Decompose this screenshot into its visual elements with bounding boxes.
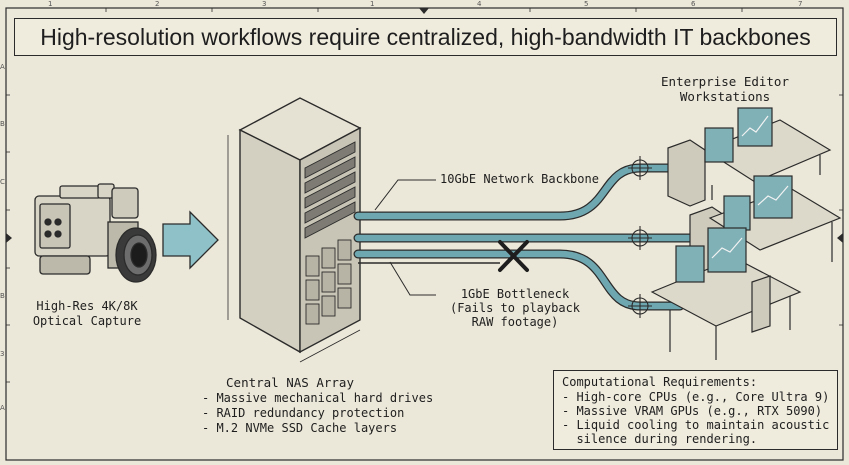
ruler-left-label: C [0, 178, 5, 186]
requirement-item: - High-core CPUs (e.g., Core Ultra 9) [562, 390, 830, 404]
ruler-left-label: B [0, 120, 5, 128]
nas-feature-item: - Massive mechanical hard drives [202, 391, 434, 405]
backbone-label: 10GbE Network Backbone [440, 172, 599, 186]
ruler-left-label: 3 [0, 350, 5, 358]
ruler-top-label: 1 [370, 0, 375, 8]
camera-label-line-2: Optical Capture [32, 314, 142, 328]
diagram-title: High-resolution workflows require centra… [14, 18, 837, 56]
requirements-box [553, 370, 838, 450]
nas-feature-list: - Massive mechanical hard drives - RAID … [202, 391, 433, 436]
bottleneck-label-line-1: 1GbE Bottleneck [460, 287, 570, 301]
ruler-left-label: A [0, 404, 5, 412]
connector-crosshairs [628, 156, 652, 318]
nas-feature-item: - M.2 NVMe SSD Cache layers [202, 421, 398, 435]
nas-title: Central NAS Array [226, 375, 354, 390]
leader-lines [374, 179, 436, 296]
backbone-cables [353, 163, 705, 311]
ruler-top-label: 7 [798, 0, 803, 8]
requirements-list: - High-core CPUs (e.g., Core Ultra 9) - … [562, 390, 829, 446]
ingest-arrow [162, 210, 219, 270]
workstations-label: Enterprise Editor Workstations [650, 74, 800, 104]
camera-label: High-Res 4K/8K Optical Capture [22, 299, 152, 329]
ruler-top-label: 1 [48, 0, 53, 8]
ruler-left-label: B [0, 292, 5, 300]
edge-markers [6, 8, 843, 243]
ruler-left-label: A [0, 63, 5, 71]
requirement-item: silence during rendering. [562, 432, 758, 446]
camera-illustration [34, 183, 157, 283]
requirement-item: - Massive VRAM GPUs (e.g., RTX 5090) [562, 404, 823, 418]
workstations-label-line-2: Workstations [679, 89, 771, 104]
workstation-1 [667, 107, 832, 207]
bottleneck-label: 1GbE Bottleneck (Fails to playback RAW f… [440, 287, 590, 329]
ruler-top-label: 5 [584, 0, 589, 8]
nas-feature-item: - RAID redundancy protection [202, 406, 405, 420]
bottleneck-label-line-3: RAW footage) [471, 315, 559, 329]
bottleneck-label-line-2: (Fails to playback [449, 301, 581, 315]
workstation-3 [650, 227, 802, 360]
requirement-item: - Liquid cooling to maintain acoustic [562, 418, 830, 432]
ruler-top-label: 3 [262, 0, 267, 8]
workstations-label-line-1: Enterprise Editor [661, 74, 789, 89]
nas-rack-illustration [227, 97, 362, 363]
ruler-top-label: 4 [477, 0, 482, 8]
ruler-top-label: 2 [155, 0, 160, 8]
ruler-top-label: 6 [691, 0, 696, 8]
requirements-title: Computational Requirements: [562, 375, 758, 389]
camera-label-line-1: High-Res 4K/8K [36, 299, 138, 313]
bottleneck-x-mark [498, 240, 529, 272]
